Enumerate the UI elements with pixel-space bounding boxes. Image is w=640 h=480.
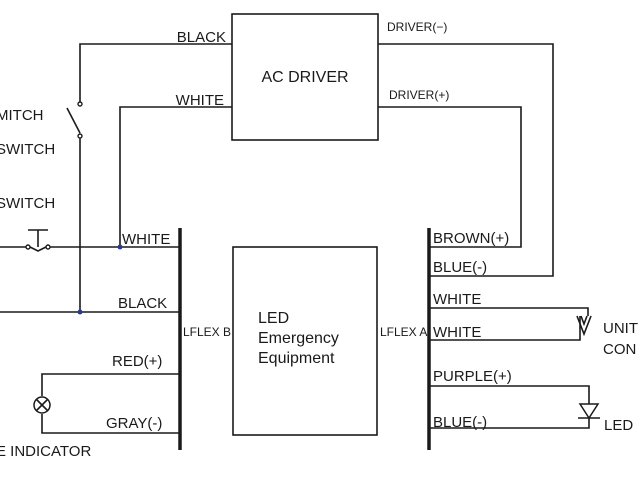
unit-label-2: CON: [603, 341, 636, 358]
led-diode-icon: [578, 403, 600, 420]
led-label: LED: [604, 417, 633, 434]
white-junction-dot: [117, 244, 123, 250]
test-switch-terminal-right: [45, 244, 51, 250]
emergency-label-line-3: Equipment: [258, 350, 335, 367]
left-gray-label: GRAY(-): [106, 415, 162, 432]
emergency-label-line-2: Emergency: [258, 330, 339, 347]
left-connector-label: LFLEX B: [183, 325, 231, 339]
driver-neg-label: DRIVER(−): [387, 20, 447, 34]
left-red-label: RED(+): [112, 353, 162, 370]
switch-contact-top: [77, 101, 83, 107]
switch-label-2: SWITCH: [0, 141, 55, 158]
white-driver-label: WHITE: [176, 92, 224, 109]
ac-driver-box: [231, 13, 379, 141]
white-2-label: WHITE: [433, 324, 481, 341]
indicator-label: E INDICATOR: [0, 443, 91, 460]
indicator-lamp-icon: [33, 396, 51, 414]
blue-top-label: BLUE(-): [433, 259, 487, 276]
red-indicator-wire: [41, 373, 180, 396]
switch-label-3: SWITCH: [0, 195, 55, 212]
white-driver-wire: [119, 106, 232, 247]
switch-contact-bottom: [77, 133, 83, 139]
emergency-label-line-1: LED: [258, 310, 289, 327]
left-white-label: WHITE: [122, 231, 170, 248]
blue-bottom-label: BLUE(-): [433, 414, 487, 431]
test-switch-contact: [29, 246, 47, 252]
unit-connector-icon: [576, 315, 592, 337]
driver-pos-label: DRIVER(+): [389, 88, 449, 102]
purple-led-wire: [429, 385, 590, 404]
switch-blade: [66, 107, 81, 134]
left-black-label: BLACK: [118, 295, 167, 312]
emergency-equipment-box: [232, 246, 378, 436]
gray-indicator-wire: [41, 414, 180, 434]
blue-led-wire: [429, 418, 590, 429]
driver-pos-wire: [378, 106, 522, 248]
driver-neg-wire: [378, 43, 554, 277]
black-driver-wire: [79, 43, 232, 102]
white-1-label: WHITE: [433, 291, 481, 308]
black-driver-label: BLACK: [177, 29, 226, 46]
white-1-output-wire: [429, 307, 589, 316]
black-junction-dot: [77, 309, 83, 315]
ac-driver-label: AC DRIVER: [261, 69, 348, 86]
test-switch-terminal-left: [25, 244, 31, 250]
purple-label: PURPLE(+): [433, 368, 512, 385]
brown-label: BROWN(+): [433, 230, 509, 247]
switch-label-1: MITCH: [0, 107, 44, 124]
right-connector-label: LFLEX A: [380, 325, 427, 339]
unit-label-1: UNIT: [603, 320, 638, 337]
